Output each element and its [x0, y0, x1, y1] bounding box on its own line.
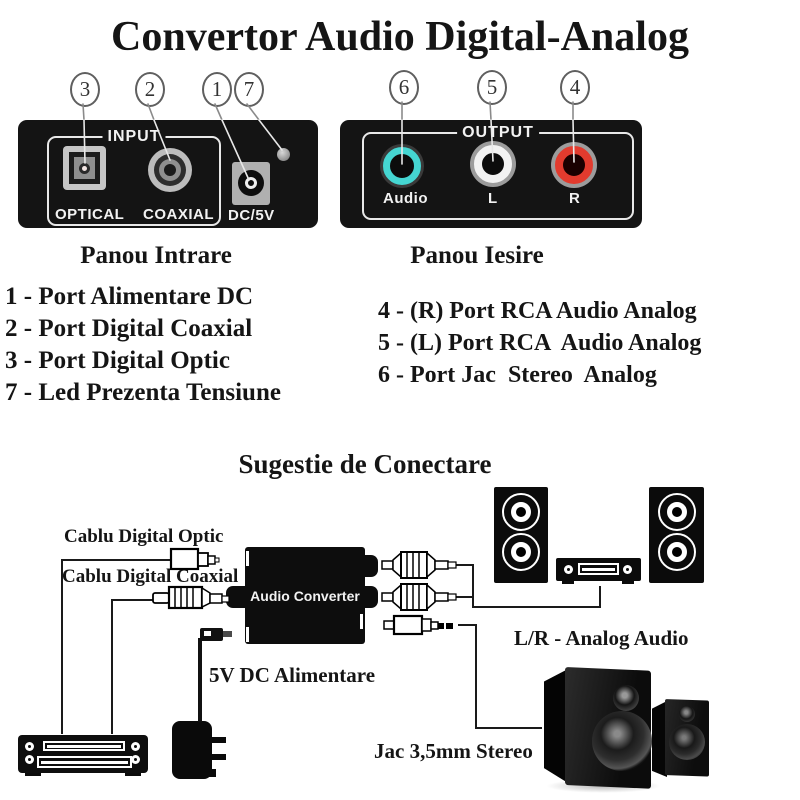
audio-converter-box: Audio Converter: [245, 547, 365, 644]
receiver-knob: [564, 565, 573, 574]
rca-right-port: [555, 146, 593, 184]
callout-3: 3: [70, 72, 100, 107]
legend-item: 3 - Port Digital Optic: [5, 347, 230, 374]
optic-cable-label: Cablu Digital Optic: [64, 526, 224, 547]
player-knob: [131, 742, 140, 751]
stereo-receiver: [556, 558, 641, 584]
dc-port-label: DC/5V: [228, 207, 275, 224]
adapter-notch: [206, 769, 216, 777]
jack-label: Jac 3,5mm Stereo: [374, 739, 533, 763]
source-player: [18, 735, 148, 776]
converter-power-tick: [246, 627, 249, 642]
tower-speaker-right: [649, 487, 704, 583]
converter-optical-tick: [246, 551, 249, 566]
receiver-foot: [562, 581, 574, 584]
audio-jack-label: Audio: [383, 190, 428, 207]
legend-item: 4 - (R) Port RCA Audio Analog: [378, 298, 697, 324]
tweeter-large: [613, 685, 639, 711]
woofer-small: [669, 724, 705, 760]
output-panel-heading: Panou Iesire: [410, 242, 544, 269]
output-panel: OUTPUT Audio L R: [340, 120, 642, 228]
power-plug-icon: [200, 628, 232, 641]
connection-heading: Sugestie de Conectare: [238, 449, 492, 479]
converter-jack-tick: [360, 614, 363, 629]
input-panel-heading: Panou Intrare: [80, 242, 232, 269]
bookshelf-speaker-large-side: [544, 669, 568, 783]
input-group-label: INPUT: [102, 128, 166, 146]
callout-6: 6: [389, 70, 419, 105]
player-knob: [25, 742, 34, 751]
input-panel: INPUT OPTICAL COAXIAL DC/5V: [18, 120, 318, 228]
audio-converter-label: Audio Converter: [250, 587, 360, 604]
dc-port-pin: [245, 177, 257, 189]
tower-driver: [502, 493, 540, 531]
coax-connector-icon: [152, 585, 230, 610]
legend-item: 7 - Led Prezenta Tensiune: [5, 379, 281, 406]
power-led: [277, 148, 290, 161]
coaxial-port-hole: [164, 164, 176, 176]
tweeter-small: [679, 706, 695, 722]
coax-cable-label: Cablu Digital Coaxial: [62, 566, 239, 587]
legend-item: 6 - Port Jac Stereo Analog: [378, 362, 657, 388]
receiver-foot: [622, 581, 634, 584]
player-foot: [125, 773, 141, 776]
legend-item: 1 - Port Alimentare DC: [5, 283, 254, 310]
coax-wire: [111, 599, 156, 734]
page-title: Convertor Audio Digital-Analog: [111, 14, 689, 60]
callout-5: 5: [477, 70, 507, 105]
legend-item: 2 - Port Digital Coaxial: [5, 315, 253, 342]
adapter-prong: [210, 754, 226, 760]
tower-driver: [658, 533, 696, 571]
rca-right-label: R: [569, 190, 581, 207]
tower-driver: [502, 533, 540, 571]
player-display: [37, 756, 132, 768]
adapter-prong: [210, 737, 226, 743]
player-tray: [43, 741, 125, 751]
jack-connector-icon: [383, 614, 453, 636]
power-label: 5V DC Alimentare: [209, 663, 376, 687]
output-frame: OUTPUT: [362, 124, 634, 220]
player-knob: [131, 755, 140, 764]
woofer-large: [592, 711, 652, 771]
legend-input: 1 - Port Alimentare DC 2 - Port Digital …: [5, 281, 281, 409]
rca-left-port: [474, 145, 512, 183]
receiver-knob: [623, 565, 632, 574]
player-knob: [25, 755, 34, 764]
dc-port: [232, 162, 270, 205]
output-group-label: OUTPUT: [457, 124, 539, 142]
input-frame: INPUT: [47, 128, 221, 226]
callout-1: 1: [202, 72, 232, 107]
rca-connector-icon-2: [381, 583, 457, 611]
optical-port: [63, 146, 106, 190]
rca-connector-icon-1: [381, 551, 457, 579]
callout-4: 4: [560, 70, 590, 105]
coaxial-port-label: COAXIAL: [143, 206, 214, 223]
rca-left-label: L: [488, 190, 498, 207]
legend-output: 4 - (R) Port RCA Audio Analog 5 - (L) Po…: [378, 295, 701, 391]
legend-item: 5 - (L) Port RCA Audio Analog: [378, 330, 702, 356]
bookshelf-speaker-small-side: [652, 701, 667, 777]
power-adapter: [172, 721, 226, 779]
optical-port-label: OPTICAL: [55, 206, 125, 223]
analog-audio-label: L/R - Analog Audio: [514, 626, 689, 650]
audio-jack-port: [383, 147, 421, 185]
callout-2: 2: [135, 72, 165, 107]
callout-7: 7: [234, 72, 264, 107]
tower-driver: [658, 493, 696, 531]
receiver-display: [578, 563, 619, 575]
tower-speaker-left: [494, 487, 548, 583]
optical-port-lens: [82, 166, 87, 171]
player-foot: [25, 773, 41, 776]
